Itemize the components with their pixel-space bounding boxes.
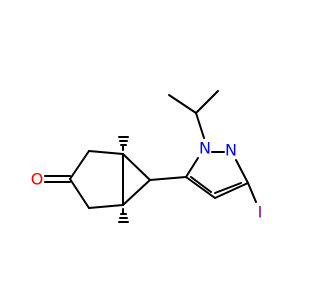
cyclopropane-bond-c1-c6 [122,153,151,181]
carbonyl-double-bond [44,175,71,183]
pyrazole-double-bond-c3-c4 [214,182,249,199]
pyrazole-n2-label: N [225,141,237,160]
pyrazole-bond-c5-n1 [185,157,199,178]
ring-bond-c3-c2 [69,150,90,180]
pyrazole-double-bond-c4-c5 [185,176,216,199]
bond-c3-iodine [247,182,257,203]
stereo-hash-bond-upper [118,136,129,151]
isopropyl-bond-ch-ch3-right [195,90,219,114]
ring-bond-c4-c5 [88,204,124,209]
bond-n1-isopropyl-ch [195,112,205,139]
bond-c6-pyrazole-c5 [149,176,187,181]
iodine-label: I [258,203,263,222]
molecule-structure: O N N I [31,90,263,223]
cyclopropane-bond-c5-c6 [122,179,151,206]
pyrazole-bond-n2-c3 [235,159,249,184]
stereo-hash-bond-lower [118,208,129,223]
isopropyl-bond-ch-ch3-left [168,94,197,114]
pyrazole-n1-label: N [199,139,211,158]
ring-bond-c3-c4 [69,178,90,209]
oxygen-label: O [31,170,44,189]
ring-bond-c2-c1 [88,150,124,155]
